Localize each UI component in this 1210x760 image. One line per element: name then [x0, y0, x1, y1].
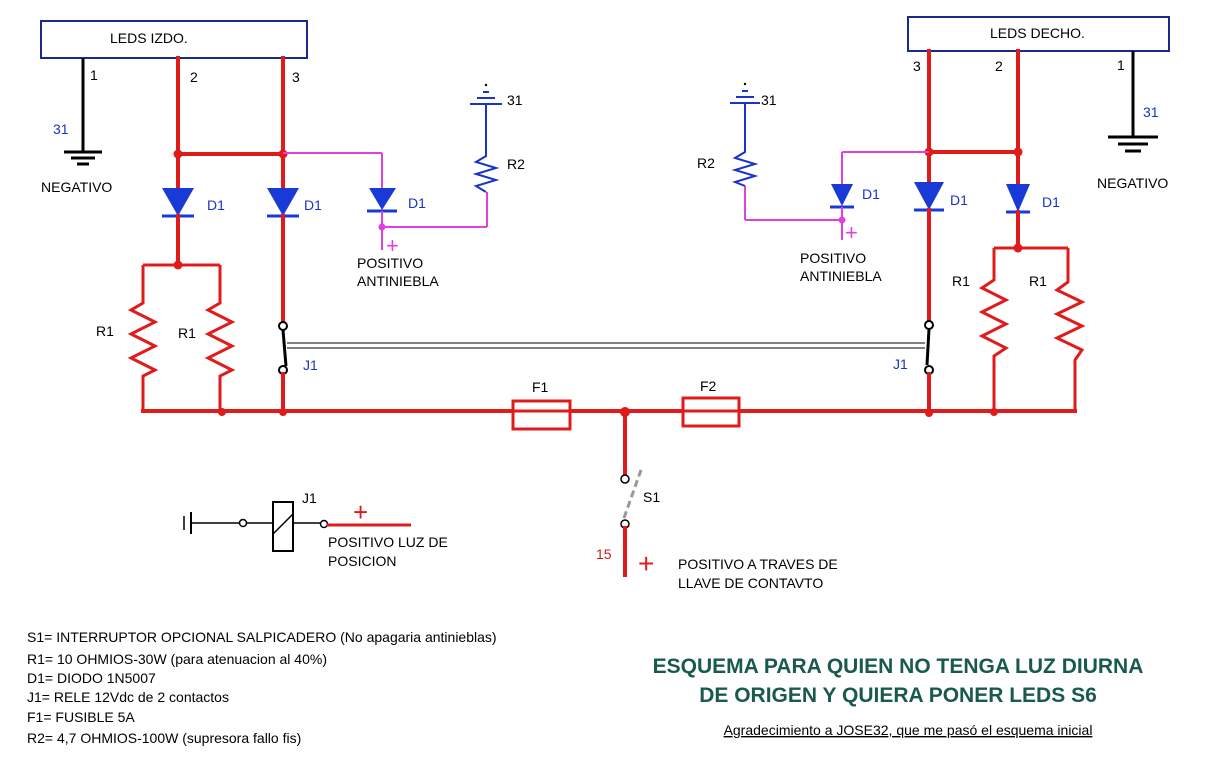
ground-right: 31 NEGATIVO [1097, 51, 1168, 191]
fuse-f2: F2 [681, 378, 741, 428]
leds-left-pin-3: 3 [292, 69, 300, 85]
fog-right-line2: ANTINIEBLA [800, 268, 882, 284]
resistor-r2-right: 31 R2 [697, 82, 777, 187]
leds-left-block: LEDS IZDO. 1 2 3 [40, 20, 308, 85]
r1-label-right-b: R1 [1029, 273, 1047, 289]
diagram-title: ESQUEMA PARA QUIEN NO TENGA LUZ DIURNA D… [653, 655, 1144, 738]
fog-left-circuit: D1 + POSITIVO ANTINIEBLA [283, 152, 488, 289]
diode-label-fog-right: D1 [862, 186, 880, 202]
diode-d1-right-b [1006, 184, 1030, 212]
legend-line: R1= 10 OHMIOS-30W (para atenuacion al 40… [27, 651, 327, 667]
leds-right-block: LEDS DECHO. 3 2 1 [907, 16, 1170, 74]
diode-label-fog-left: D1 [408, 195, 426, 211]
leds-right-pin-3: 3 [913, 58, 921, 74]
relay-mechanical-link [287, 342, 925, 349]
ground-left-num: 31 [53, 121, 69, 137]
ground-right-num: 31 [1143, 104, 1159, 120]
fog-left-line2: ANTINIEBLA [357, 273, 439, 289]
diode-d1-left-b [267, 188, 299, 216]
resistor-r2-left: 31 R2 [470, 83, 525, 193]
fog-right-plus: + [845, 220, 858, 245]
diode-d1-fog-right [831, 184, 853, 206]
ignition-plus: + [638, 548, 654, 579]
diode-d1-fog-left [369, 188, 396, 210]
relay-contact-j1-left: J1 [278, 321, 318, 413]
ignition-line2: LLAVE DE CONTAVTO [678, 575, 823, 591]
leds-right-pin-1: 1 [1117, 57, 1125, 73]
r1-label-left-b: R1 [178, 325, 196, 341]
resistor-r1-left-b [204, 265, 236, 411]
diode-label-left-a: D1 [207, 197, 225, 213]
leds-left-label: LEDS IZDO. [110, 30, 188, 46]
legend-line: J1= RELE 12Vdc de 2 contactos [27, 689, 229, 705]
right-led-wiring: D1 D1 R1 R1 [914, 49, 1086, 411]
r1-label-right-a: R1 [952, 273, 970, 289]
fog-left-plus: + [386, 233, 399, 258]
title-line1: ESQUEMA PARA QUIEN NO TENGA LUZ DIURNA [653, 655, 1144, 678]
fog-right-line1: POSITIVO [800, 250, 866, 266]
position-plus: + [353, 497, 368, 527]
legend-line: D1= DIODO 1N5007 [27, 670, 156, 686]
ground-left: 31 NEGATIVO [41, 58, 112, 195]
fuse-f1: F1 [511, 379, 572, 431]
fuse-f2-label: F2 [700, 378, 717, 394]
title-line2: DE ORIGEN Y QUIERA PONER LEDS S6 [699, 684, 1097, 707]
relay-label-left: J1 [303, 357, 318, 373]
leds-left-pin-2: 2 [190, 69, 198, 85]
legend: S1= INTERRUPTOR OPCIONAL SALPICADERO (No… [27, 629, 497, 746]
diode-label-right-a: D1 [950, 192, 968, 208]
ground-right-label: NEGATIVO [1097, 175, 1168, 191]
leds-right-pin-2: 2 [995, 58, 1003, 74]
fog-left-line1: POSITIVO [357, 255, 423, 271]
ground-left-label: NEGATIVO [41, 179, 112, 195]
diode-d1-left-a [162, 188, 194, 216]
leds-right-label: LEDS DECHO. [990, 25, 1085, 41]
legend-line: F1= FUSIBLE 5A [27, 709, 135, 725]
legend-line: S1= INTERRUPTOR OPCIONAL SALPICADERO (No… [27, 629, 497, 645]
resistor-r1-left-a [127, 265, 159, 411]
ignition-num: 15 [596, 546, 612, 562]
resistor-r1-right-b [1053, 248, 1086, 411]
position-line2: POSICION [328, 553, 396, 569]
r2-ground-left-num: 31 [507, 92, 523, 108]
legend-line: R2= 4,7 OHMIOS-100W (supresora fallo fis… [27, 730, 301, 746]
diode-label-right-b: D1 [1042, 194, 1060, 210]
fuse-f1-label: F1 [532, 379, 549, 395]
r2-ground-right-num: 31 [761, 92, 777, 108]
switch-s1: S1 15 + POSITIVO A TRAVES DE LLAVE DE CO… [596, 410, 838, 591]
left-led-wiring: D1 D1 R1 R1 [96, 56, 322, 411]
position-line1: POSITIVO LUZ DE [328, 534, 448, 550]
diode-label-left-b: D1 [304, 197, 322, 213]
r2-label-left: R2 [507, 156, 525, 172]
relay-coil-label: J1 [302, 490, 317, 506]
fog-right-circuit: D1 + POSITIVO ANTINIEBLA [744, 151, 929, 284]
relay-coil-j1: J1 + POSITIVO LUZ DE POSICION [183, 490, 448, 569]
leds-left-pin-1: 1 [90, 67, 98, 83]
diode-d1-right-a [914, 182, 944, 210]
ignition-line1: POSITIVO A TRAVES DE [678, 556, 838, 572]
relay-contact-j1-right: J1 [893, 320, 934, 413]
r1-label-left-a: R1 [96, 323, 114, 339]
credit: Agradecimiento a JOSE32, que me pasó el … [724, 722, 1093, 738]
r2-label-right: R2 [697, 155, 715, 171]
relay-label-right: J1 [893, 356, 908, 372]
resistor-r1-right-a [978, 248, 1010, 411]
bottom-bus [141, 407, 1077, 417]
switch-s1-label: S1 [643, 489, 660, 505]
